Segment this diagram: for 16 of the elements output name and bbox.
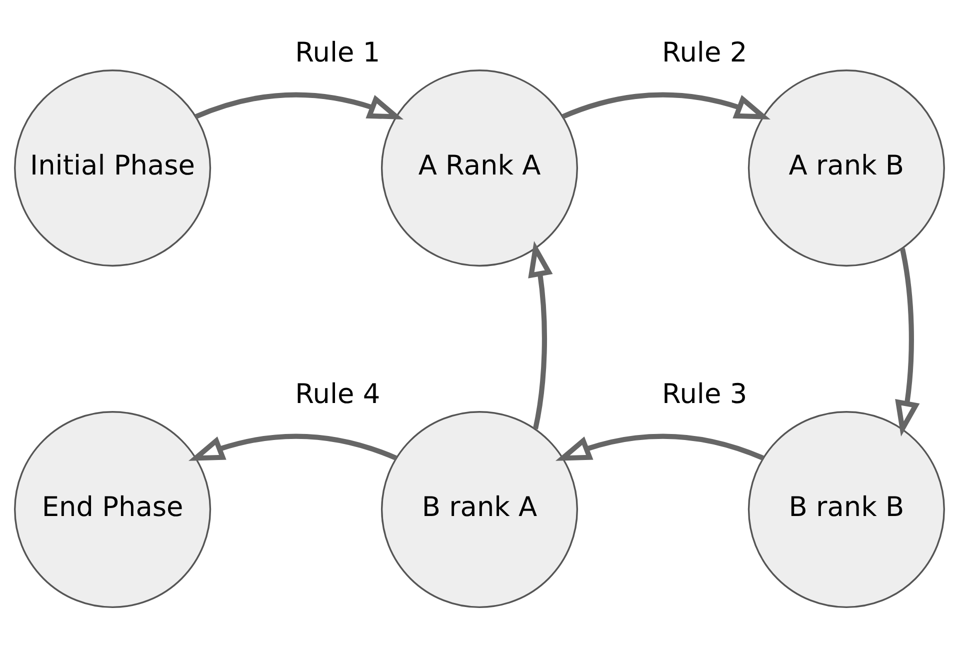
node-circle: Initial Phase: [14, 69, 212, 266]
node-circle: B rank A: [380, 410, 578, 608]
node-label: Rule 4: [295, 378, 380, 410]
arrow: [194, 92, 404, 119]
node-circle: End Phase: [14, 410, 212, 608]
arrow: [528, 240, 553, 429]
node-label: Rule 1: [295, 37, 380, 68]
arrow: [188, 433, 398, 460]
arrow: [895, 248, 920, 436]
node-circle: A rank B: [748, 69, 945, 266]
arrow: [555, 433, 764, 460]
node-circle: A Rank A: [380, 69, 578, 266]
node-circle: B rank B: [748, 410, 945, 608]
node-label: Rule 3: [662, 378, 748, 410]
arrow: [562, 92, 770, 119]
node-label: Rule 2: [662, 37, 748, 68]
